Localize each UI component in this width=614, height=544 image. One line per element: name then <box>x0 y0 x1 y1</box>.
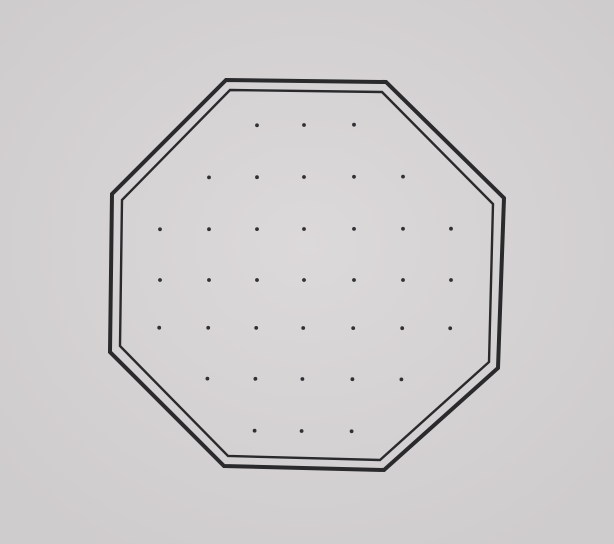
grid-dot <box>352 122 356 127</box>
grid-dot <box>255 175 259 180</box>
grid-dot <box>255 227 259 232</box>
grid-dot <box>401 226 405 231</box>
grid-dot <box>449 226 453 231</box>
grid-dot <box>399 377 404 382</box>
grid-dot <box>302 123 306 127</box>
grid-dot <box>205 376 210 381</box>
grid-dot <box>299 429 304 433</box>
grid-dot <box>448 326 453 331</box>
grid-dot <box>158 227 162 232</box>
dot-grid <box>157 122 453 434</box>
grid-dot <box>400 326 405 331</box>
grid-dot <box>207 175 211 180</box>
grid-dot <box>352 278 356 282</box>
grid-dot <box>158 278 162 282</box>
grid-dot <box>401 278 405 282</box>
grid-dot <box>351 326 356 330</box>
grid-dot <box>157 325 162 330</box>
grid-dot <box>350 377 355 382</box>
grid-dot <box>206 325 211 330</box>
grid-dot <box>302 227 306 231</box>
grid-dot <box>255 278 259 282</box>
grid-dot <box>401 174 405 179</box>
grid-dot <box>300 377 305 381</box>
grid-dot <box>252 428 257 433</box>
grid-dot <box>255 123 259 128</box>
grid-dot <box>449 278 453 282</box>
grid-dot <box>352 174 356 179</box>
grid-dot <box>253 376 258 381</box>
grid-dot <box>301 326 306 330</box>
grid-dot <box>302 175 306 179</box>
octagon-inner-border <box>118 88 495 462</box>
octagon-board <box>107 77 507 473</box>
grid-dot <box>349 429 354 434</box>
grid-dot <box>254 326 259 330</box>
grid-dot <box>352 227 356 231</box>
grid-dot <box>207 227 211 232</box>
grid-dot <box>302 278 306 282</box>
grid-dot <box>207 278 211 282</box>
octagon-outer-border <box>107 77 507 473</box>
